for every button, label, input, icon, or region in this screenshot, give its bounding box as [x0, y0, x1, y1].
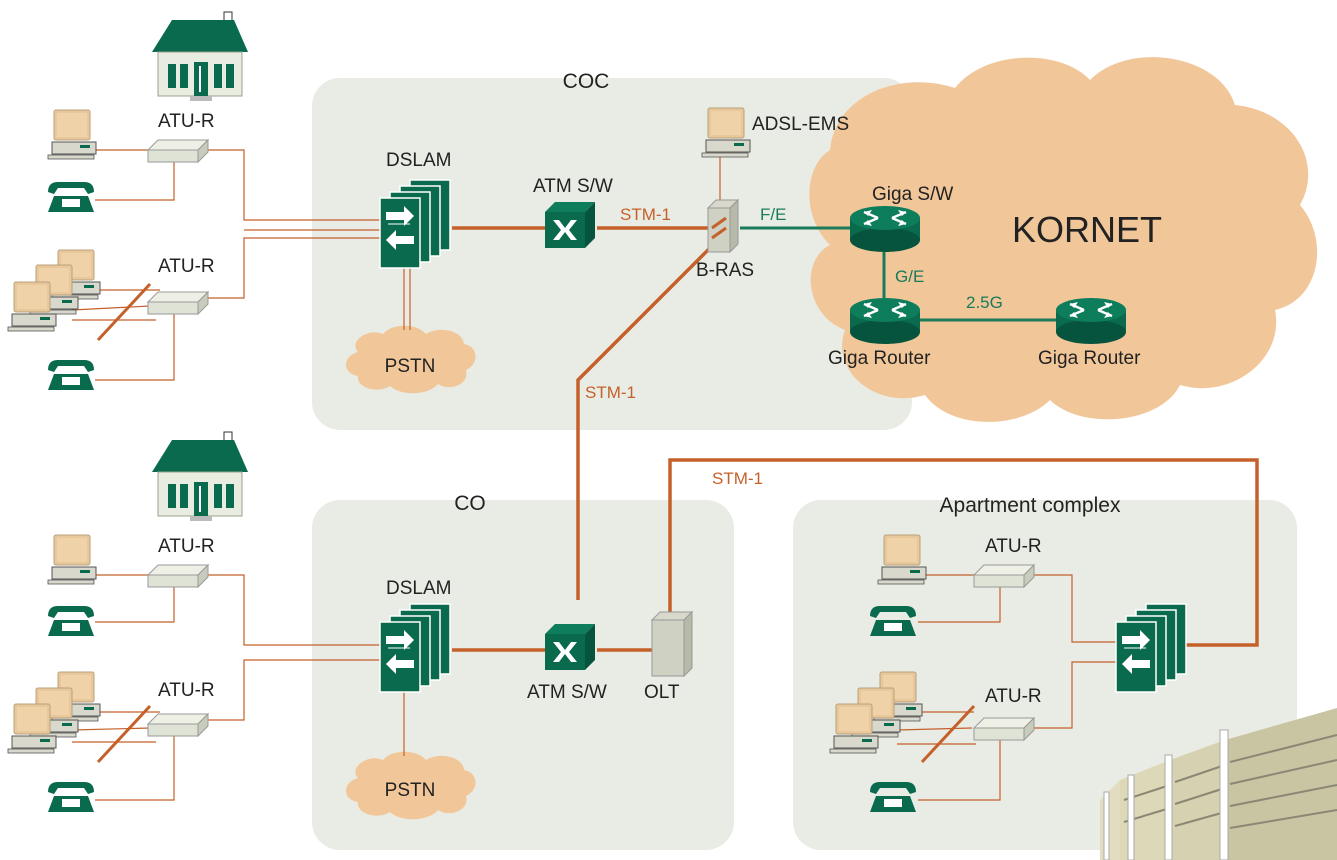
giga-router-1-label: Giga Router	[828, 348, 931, 369]
atu-r-modem-icon	[147, 139, 209, 163]
pc-icon	[7, 281, 57, 332]
kornet-label: KORNET	[1012, 209, 1162, 250]
atm-switch-icon-bottom	[545, 624, 595, 670]
pstn-top-label: PSTN	[385, 356, 436, 377]
atu-r-modem-icon	[973, 564, 1035, 588]
phone-icon	[48, 606, 94, 636]
atm-switch-icon-top	[545, 202, 595, 248]
coc-region-label: COC	[563, 70, 610, 93]
pc-icon	[47, 534, 97, 585]
phone-icon	[870, 606, 916, 636]
giga-switch-icon	[848, 204, 922, 254]
adsl-ems-pc-icon	[701, 107, 751, 158]
dslam-icon-apartment	[1115, 603, 1187, 693]
pc-icon	[829, 703, 879, 754]
atu-r-modem-icon	[147, 291, 209, 315]
atm-sw-bottom-label: ATM S/W	[527, 682, 607, 703]
phone-icon	[48, 360, 94, 390]
atu-r-label: ATU-R	[985, 686, 1042, 707]
phone-icon	[48, 782, 94, 812]
atu-r-modem-icon	[973, 717, 1035, 741]
stm1-apartment-label: STM-1	[712, 469, 763, 488]
fe-label: F/E	[760, 205, 786, 224]
pc-icon	[7, 703, 57, 754]
giga-router-icon-1	[848, 296, 922, 346]
apartment-region-label: Apartment complex	[940, 494, 1121, 517]
atu-r-label: ATU-R	[158, 256, 215, 277]
giga-router-2-label: Giga Router	[1038, 348, 1141, 369]
atu-r-modem-icon	[147, 564, 209, 588]
atu-r-label: ATU-R	[158, 680, 215, 701]
stm1-mid-label: STM-1	[585, 383, 636, 402]
house-icon-bottom	[151, 431, 249, 522]
atu-r-label: ATU-R	[158, 536, 215, 557]
phone-icon	[48, 182, 94, 212]
pc-icon	[47, 109, 97, 160]
adsl-ems-label: ADSL-EMS	[752, 114, 849, 135]
giga-sw-label: Giga S/W	[872, 184, 953, 205]
pc-icon	[877, 534, 927, 585]
b-ras-label: B-RAS	[696, 260, 754, 281]
olt-icon	[650, 610, 694, 678]
b-ras-icon	[706, 198, 740, 254]
atm-sw-top-label: ATM S/W	[533, 176, 613, 197]
stm1-top-label: STM-1	[620, 205, 671, 224]
apartment-building-icon	[1100, 708, 1337, 860]
atu-r-modem-icon	[147, 713, 209, 737]
ge-label: G/E	[895, 267, 924, 286]
phone-icon	[870, 782, 916, 812]
dslam-bottom-label: DSLAM	[386, 578, 451, 599]
co-region-label: CO	[454, 492, 486, 515]
house-icon-top	[151, 11, 249, 102]
atu-r-label: ATU-R	[985, 536, 1042, 557]
pstn-bottom-label: PSTN	[385, 780, 436, 801]
dslam-top-label: DSLAM	[386, 150, 451, 171]
g25-label: 2.5G	[966, 293, 1003, 312]
kornet-cloud	[809, 57, 1318, 422]
atu-r-label: ATU-R	[158, 111, 215, 132]
dslam-icon-top	[379, 179, 451, 269]
olt-label: OLT	[644, 682, 680, 703]
giga-router-icon-2	[1054, 296, 1128, 346]
dslam-icon-bottom	[379, 603, 451, 693]
